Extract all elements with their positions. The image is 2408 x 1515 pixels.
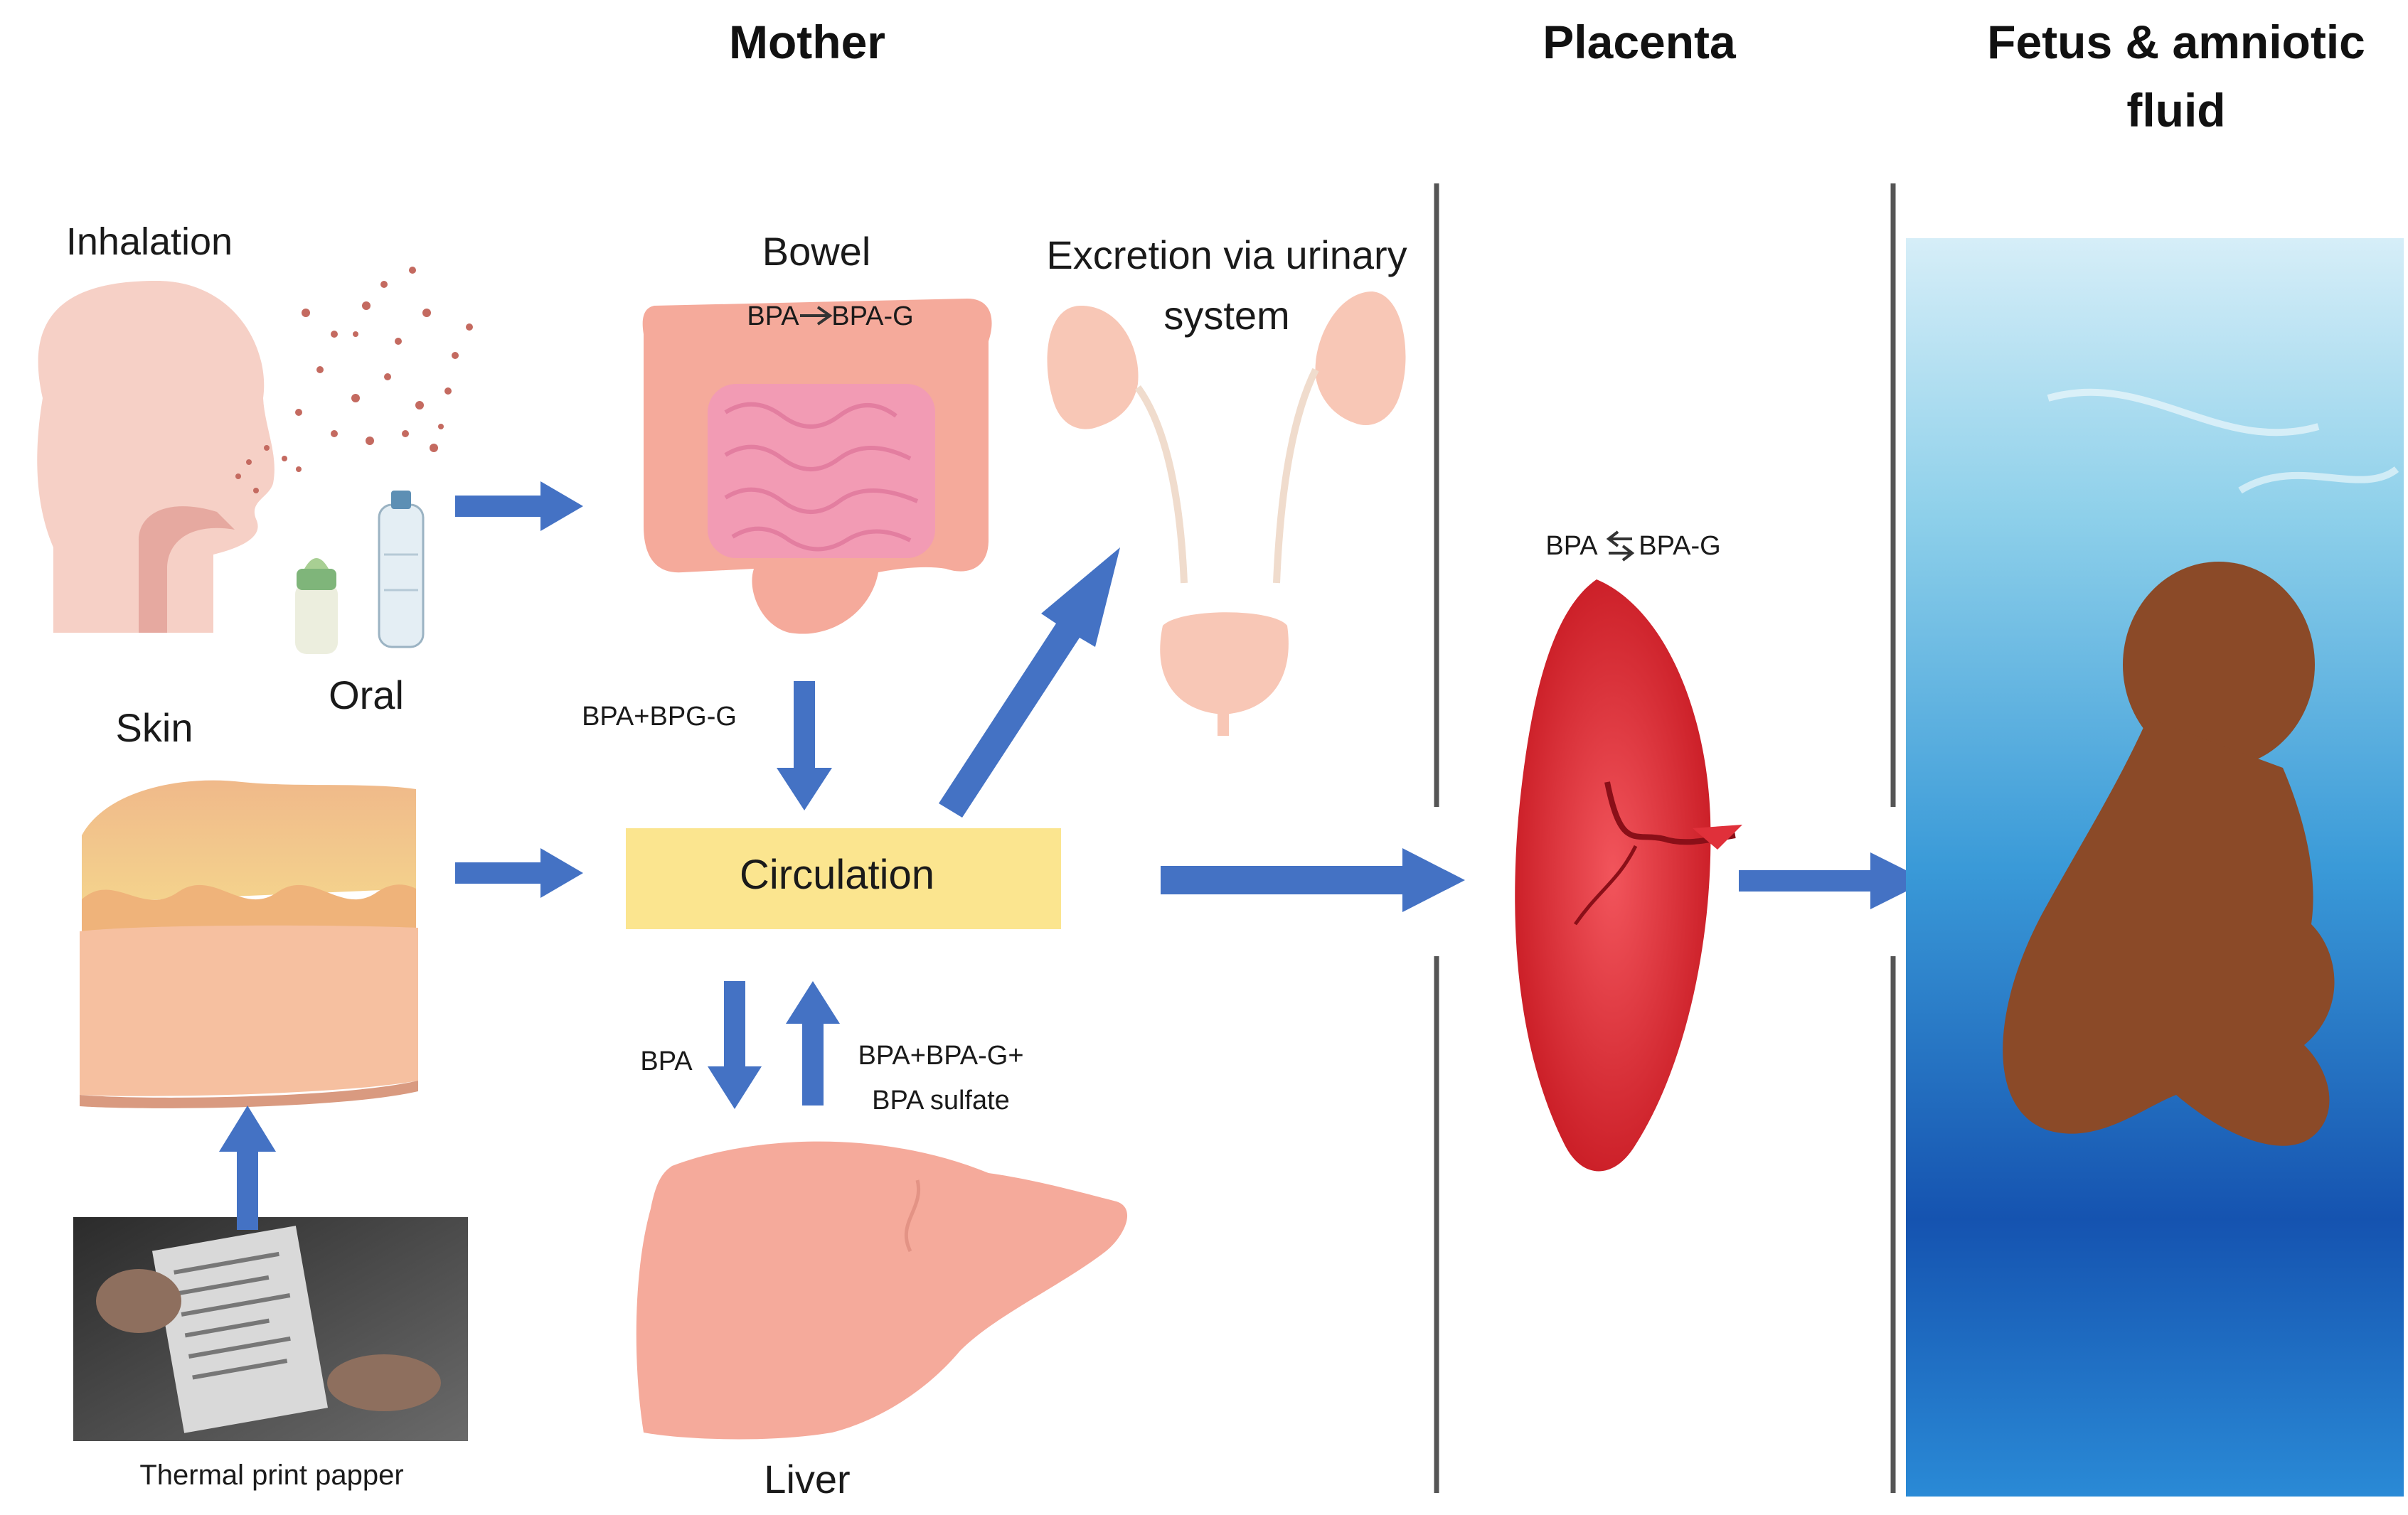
water-highlights <box>2047 388 2399 494</box>
arrow-liver-to-circulation <box>786 981 840 1106</box>
inhaled-particles-illustration <box>235 267 473 493</box>
water-bottle-illustration <box>378 491 425 648</box>
arrow-inhalation-oral-to-bowel <box>455 481 583 531</box>
arrow-circulation-to-liver <box>708 981 762 1109</box>
bowel-reaction-arrow <box>800 306 833 326</box>
bowel-reaction-left: BPA <box>747 301 799 331</box>
label-thermal-paper: Thermal print papper <box>139 1460 403 1491</box>
placenta-reaction-left: BPA <box>1545 531 1598 561</box>
label-bowel: Bowel <box>762 229 871 274</box>
header-fetus-line2: fluid <box>2126 84 2225 136</box>
placenta-equilibrium-arrows <box>1606 530 1635 562</box>
flow-label-bowel-to-circulation: BPA+BPG-G <box>582 702 737 732</box>
arrow-circulation-to-placenta <box>1161 848 1465 912</box>
label-inhalation: Inhalation <box>66 220 233 263</box>
header-mother: Mother <box>729 16 885 68</box>
header-fetus-line1: Fetus & amniotic <box>1987 16 2365 68</box>
flow-label-circulation-to-liver: BPA <box>640 1046 693 1076</box>
liver-illustration <box>636 1141 1128 1440</box>
placenta-reaction-right: BPA-G <box>1639 531 1720 561</box>
thermal-paper-photo <box>73 1217 468 1441</box>
fetus-illustration <box>2003 562 2335 1146</box>
arrow-circulation-to-urinary <box>939 547 1120 818</box>
arrow-bowel-to-circulation <box>777 681 832 810</box>
circulation-box <box>626 828 1061 929</box>
label-excretion-line1: Excretion via urinary <box>1046 232 1407 277</box>
arrow-skin-to-circulation <box>455 848 583 898</box>
arrow-thermal-paper-to-skin <box>219 1106 276 1230</box>
label-skin: Skin <box>116 705 193 750</box>
label-liver: Liver <box>764 1457 850 1501</box>
urinary-system-illustration <box>1047 291 1406 736</box>
flow-label-liver-to-circulation-line1: BPA+BPA-G+ <box>858 1041 1023 1071</box>
label-excretion-line2: system <box>1163 293 1289 338</box>
header-placenta: Placenta <box>1543 16 1737 68</box>
label-circulation: Circulation <box>740 852 934 898</box>
bowel-reaction-right: BPA-G <box>831 301 913 331</box>
skin-layers-illustration <box>80 780 418 1108</box>
head-profile-illustration <box>37 281 275 633</box>
flow-label-liver-to-circulation-line2: BPA sulfate <box>872 1086 1010 1115</box>
label-oral: Oral <box>329 673 404 717</box>
arrow-placenta-to-fetus <box>1739 852 1927 909</box>
placenta-illustration <box>1515 579 1742 1172</box>
baby-bottle-illustration <box>295 558 338 654</box>
bowel-illustration <box>642 299 992 634</box>
